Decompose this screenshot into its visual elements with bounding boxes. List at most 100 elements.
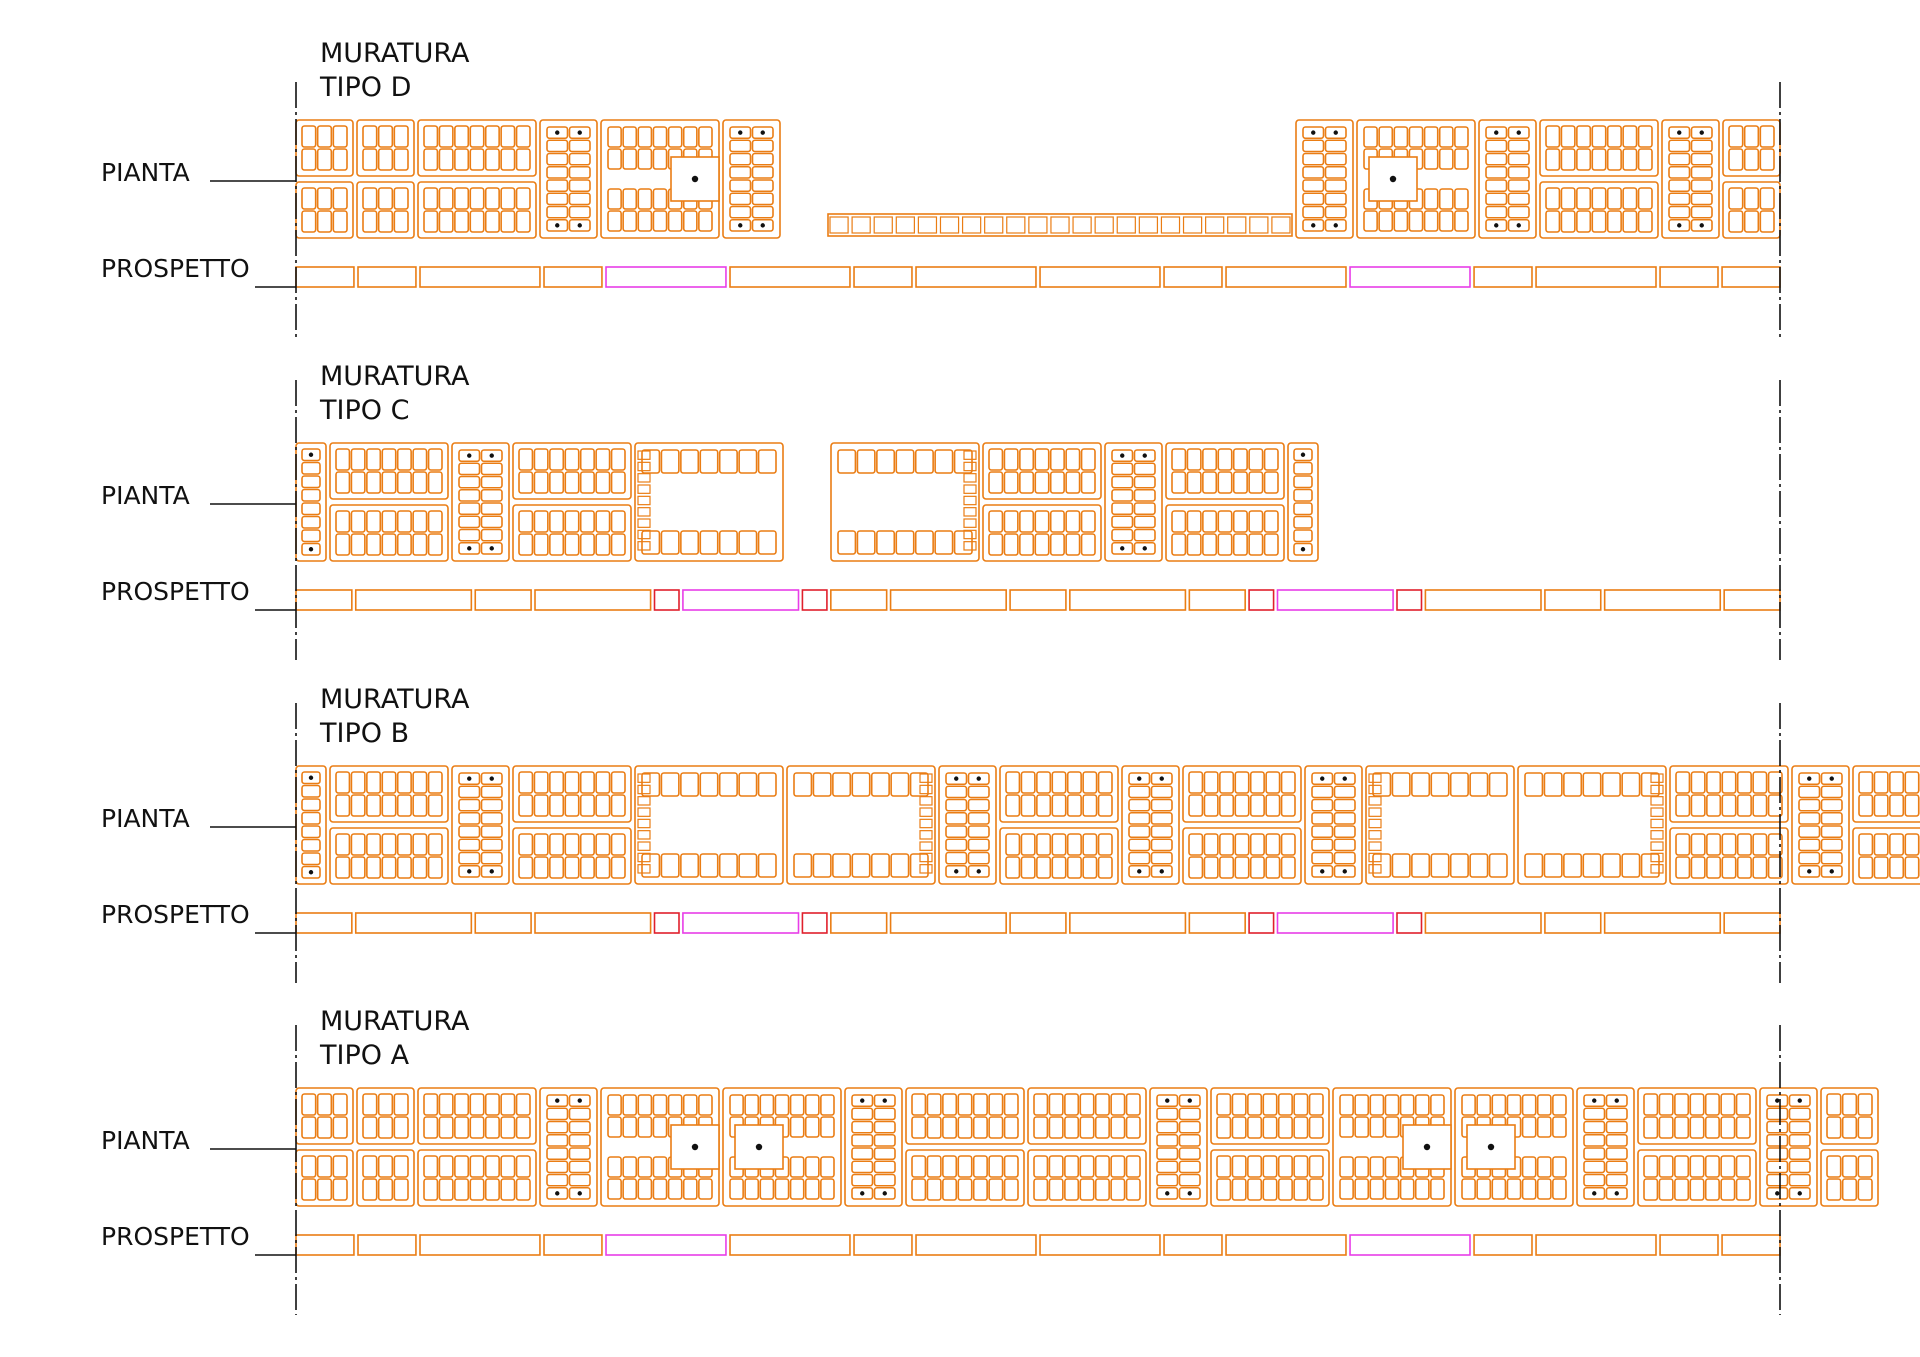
perforation-dot — [1120, 546, 1125, 551]
half-block-cell — [1097, 794, 1113, 817]
half-block-cell — [1690, 856, 1706, 879]
elevation-block-standard — [1721, 266, 1781, 288]
elevation-block-standard — [729, 1234, 851, 1256]
half-block-cell — [533, 533, 549, 556]
edge-block-cell — [377, 148, 394, 171]
half-block-cell — [1262, 1093, 1278, 1116]
half-block-cell — [1591, 210, 1607, 233]
half-block-cell — [1003, 471, 1019, 494]
edge-block-cell — [362, 125, 378, 148]
trough-cell — [984, 216, 1004, 234]
perforation-dot — [882, 1191, 887, 1196]
half-block-cell — [1560, 187, 1576, 210]
narrow-block-cell — [1111, 475, 1134, 489]
half-block-cell — [1219, 771, 1235, 794]
trough-cell — [851, 216, 871, 234]
half-block-cell — [1080, 533, 1096, 556]
narrow-block-cell — [1507, 139, 1530, 153]
pier-serration — [637, 473, 651, 483]
half-block-cell — [1217, 510, 1233, 533]
edge-block-cell — [393, 125, 409, 148]
plan-module-pl — [1365, 765, 1515, 885]
half-block-cell — [500, 1155, 516, 1178]
half-block-cell — [396, 448, 412, 471]
half-block-cell — [1889, 771, 1905, 794]
pier-block-cell — [1411, 853, 1431, 878]
narrow-block-cell — [546, 205, 569, 219]
pier-serration — [919, 852, 933, 863]
half-block-cell — [942, 1178, 958, 1201]
pier-serration — [1368, 841, 1382, 851]
half-block-cell — [1752, 833, 1768, 856]
pier-block-cell — [1430, 853, 1450, 878]
narrow-block-cell — [851, 1147, 874, 1161]
narrow-block-cell — [967, 811, 990, 825]
elevation-block-standard — [1188, 589, 1246, 611]
narrow-block-cell — [945, 772, 968, 786]
half-block-outline — [417, 1149, 537, 1207]
narrow-block-cell — [851, 1160, 874, 1174]
half-block-cell — [1265, 771, 1281, 794]
plan-module-t — [295, 765, 327, 885]
half-block-outline — [417, 181, 537, 239]
half-block-cell — [1020, 833, 1036, 856]
plan-module-n — [938, 765, 997, 885]
narrow-block-cell — [1333, 864, 1356, 878]
half-block-cell — [1186, 510, 1202, 533]
pier-serration — [637, 841, 651, 851]
edge-block-cell — [316, 187, 333, 210]
pillar-block-cell — [744, 1094, 760, 1116]
perforation-dot — [467, 869, 472, 874]
half-block-outline — [1852, 827, 1920, 885]
pier-serration — [1650, 841, 1664, 851]
pillar-block-cell — [698, 210, 713, 232]
trough-cell — [1249, 216, 1269, 234]
pillar-block-cell — [1438, 210, 1454, 232]
half-block-cell — [500, 1178, 516, 1201]
narrow-block-outline — [1104, 442, 1163, 562]
half-block-cell — [549, 856, 565, 879]
half-block-cell — [1675, 856, 1691, 879]
half-block-cell — [1249, 856, 1265, 879]
half-block-cell — [1080, 510, 1096, 533]
pillar-block-outline — [722, 1087, 842, 1207]
pillar-block-cell — [729, 1094, 744, 1116]
perforation-dot — [1120, 453, 1125, 458]
half-block-cell — [500, 187, 516, 210]
half-block-cell — [515, 187, 531, 210]
edge-block-cell — [316, 210, 333, 233]
elevation-block-standard — [295, 1234, 355, 1256]
perforation-dot — [976, 869, 981, 874]
edge-block-cell — [1857, 1155, 1873, 1178]
half-block-cell — [381, 471, 397, 494]
half-block-cell — [423, 1178, 439, 1201]
narrow-block-cell — [1507, 152, 1530, 166]
half-block-cell — [1736, 771, 1752, 794]
narrow-block-cell — [1302, 205, 1325, 219]
narrow-block-cell — [546, 139, 569, 153]
pier-block-cell — [1469, 853, 1489, 878]
perforation-dot — [1592, 1098, 1597, 1103]
pier-block-outline — [1365, 765, 1515, 885]
half-block-cell — [438, 210, 454, 233]
pillar-block-cell — [607, 148, 622, 170]
pillar-block-cell — [667, 1094, 683, 1116]
narrow-block-cell — [480, 528, 503, 542]
pier-block-cell — [1621, 853, 1641, 878]
narrow-block-cell — [1133, 462, 1156, 476]
edge-block-cell — [1857, 1116, 1873, 1139]
pier-block-cell — [1469, 772, 1489, 797]
half-block-cell — [1216, 1155, 1232, 1178]
edge-block-cell — [377, 1093, 394, 1116]
half-block-cell — [1658, 1178, 1674, 1201]
narrow-block-cell — [480, 811, 503, 825]
half-block-cell — [564, 771, 580, 794]
edge-block-cell — [1826, 1178, 1842, 1201]
elevation-block-standard — [853, 266, 913, 288]
perforation-dot — [1320, 776, 1325, 781]
thin-block-cell — [301, 542, 321, 556]
perforation-dot — [1592, 1191, 1597, 1196]
perforation-dot — [467, 776, 472, 781]
narrow-block-cell — [480, 851, 503, 865]
narrow-block-cell — [546, 1133, 569, 1147]
